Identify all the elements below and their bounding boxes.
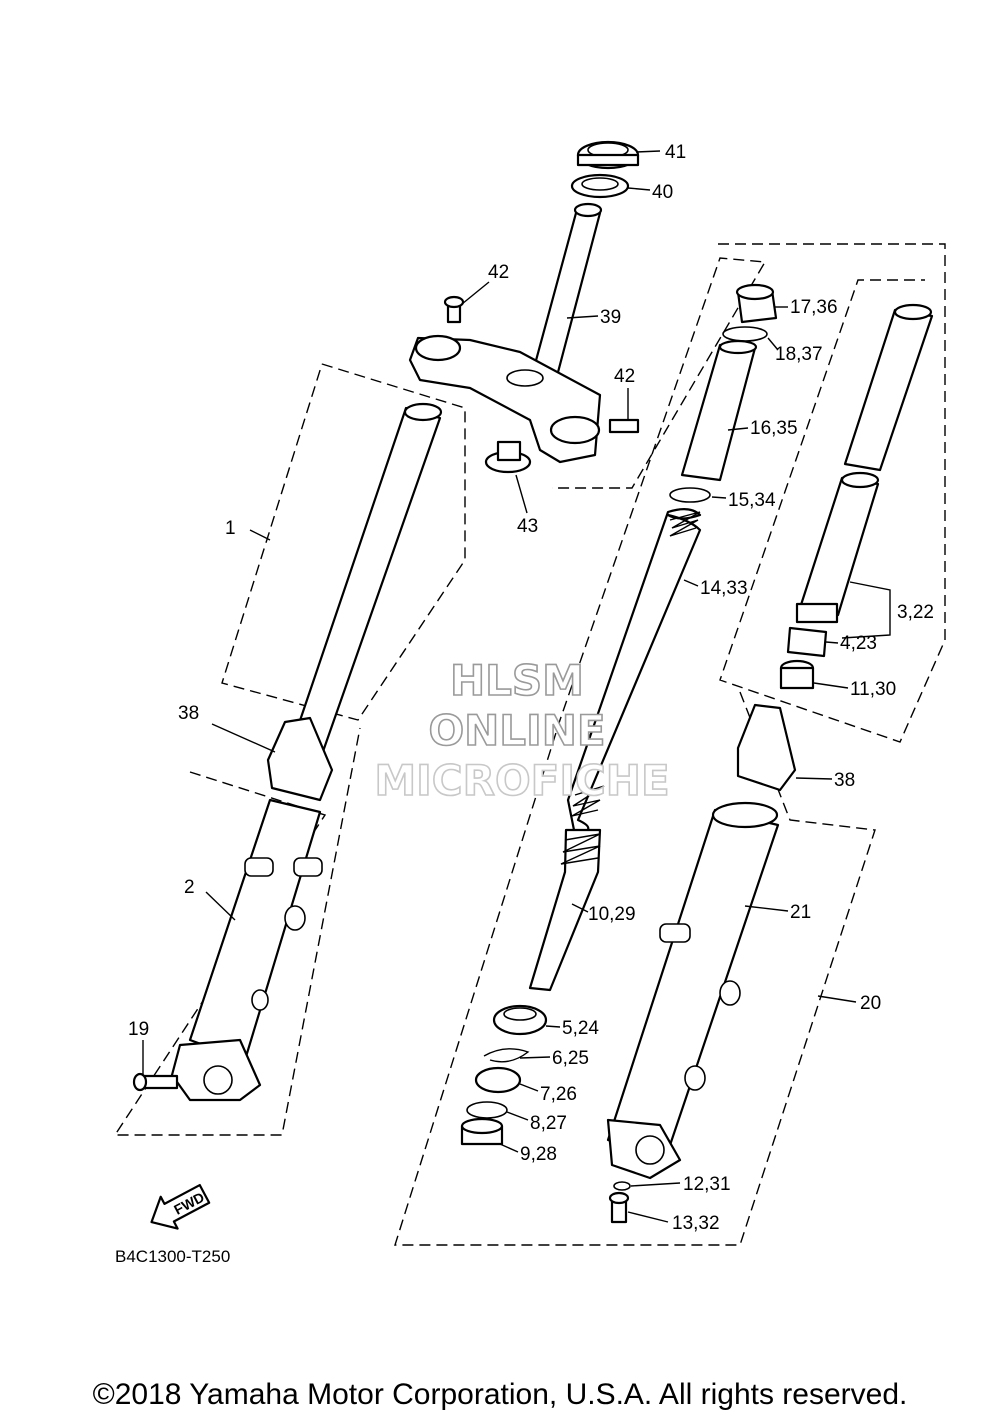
spacer-16 — [680, 343, 757, 482]
steering-assembly — [408, 140, 640, 474]
copyright-notice: ©2018 Yamaha Motor Corporation, U.S.A. A… — [92, 1378, 908, 1411]
damper-rod-10 — [528, 828, 602, 992]
watermark-line-1: HLSM — [450, 656, 584, 705]
fwd-arrow: FWD — [150, 1183, 211, 1230]
callout-20: 20 — [860, 993, 881, 1014]
right-fork — [606, 303, 934, 1224]
fork-internals — [460, 283, 778, 1146]
callout-42-top: 42 — [488, 262, 509, 283]
spring-14 — [566, 508, 702, 837]
tube-upper-3 — [843, 308, 934, 472]
callout-12-31: 12,31 — [683, 1174, 731, 1195]
callout-3-22: 3,22 — [897, 602, 934, 623]
o-ring-18 — [722, 326, 768, 342]
callout-14-33: 14,33 — [700, 578, 748, 599]
callout-43: 43 — [517, 516, 538, 537]
drawing-code: B4C1300-T250 — [115, 1247, 230, 1266]
callout-8-27: 8,27 — [530, 1113, 567, 1134]
callout-38-left: 38 — [178, 703, 199, 724]
leader-lines — [142, 150, 891, 1223]
callout-19: 19 — [128, 1019, 149, 1040]
callout-2: 2 — [184, 877, 195, 898]
callout-17-36: 17,36 — [790, 297, 838, 318]
outer-tube-21 — [606, 808, 780, 1162]
callout-38-right: 38 — [834, 770, 855, 791]
callout-1: 1 — [225, 518, 236, 539]
cover-38-left — [266, 716, 334, 802]
group-outlines — [113, 243, 946, 1246]
callout-11-30: 11,30 — [850, 679, 896, 700]
callout-41: 41 — [665, 142, 686, 163]
cover-38-right — [736, 703, 797, 792]
washer-12 — [613, 1181, 631, 1191]
callout-labels: 41 40 39 42 42 43 1 38 2 19 17,36 18,37 … — [128, 142, 934, 1234]
callout-13-32: 13,32 — [672, 1213, 720, 1234]
callout-18-37: 18,37 — [775, 344, 823, 365]
callout-6-25: 6,25 — [552, 1048, 589, 1069]
bushing-4 — [786, 626, 828, 658]
tube-lower-3 — [798, 476, 880, 617]
callout-16-35: 16,35 — [750, 418, 798, 439]
callout-21: 21 — [790, 902, 811, 923]
inner-tube-1 — [288, 406, 442, 762]
callout-15-34: 15,34 — [728, 490, 776, 511]
washer-8 — [466, 1101, 508, 1119]
clip-6 — [483, 1048, 530, 1063]
washer-15 — [669, 487, 711, 503]
outer-tube-2 — [188, 798, 322, 1062]
callout-42-side: 42 — [614, 366, 635, 387]
callout-9-28: 9,28 — [520, 1144, 557, 1165]
callout-39: 39 — [600, 307, 621, 328]
callout-7-26: 7,26 — [540, 1084, 577, 1105]
washer-7 — [474, 1066, 522, 1094]
callout-40: 40 — [652, 182, 673, 203]
watermark-line-3: MICROFICHE — [374, 756, 669, 805]
left-fork — [132, 402, 443, 1102]
callout-5-24: 5,24 — [562, 1018, 599, 1039]
callout-10-29: 10,29 — [588, 904, 636, 925]
watermark-line-2: ONLINE — [428, 706, 605, 755]
watermark: HLSM ONLINE MICROFICHE — [374, 655, 671, 806]
callout-4-23: 4,23 — [840, 633, 877, 654]
bolt-42-side — [608, 418, 640, 434]
